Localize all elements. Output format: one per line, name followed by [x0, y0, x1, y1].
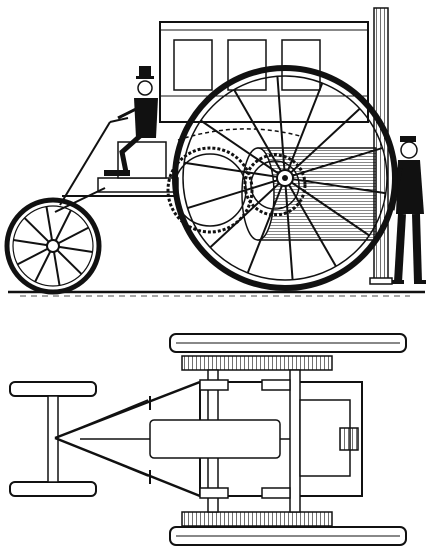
wheel-spoke [290, 107, 361, 174]
wheel-spoke [200, 119, 279, 175]
wheel-spoke [284, 185, 294, 280]
plan-large-wheel-bottom [169, 511, 407, 546]
wheel-spoke [34, 250, 52, 283]
carriage-window-1 [173, 39, 213, 91]
mechanic-figure [389, 136, 426, 284]
plan-view [9, 333, 407, 546]
plan-front-wheel-bottom [9, 481, 97, 497]
wheel-spoke [292, 147, 383, 177]
wheel-spoke [45, 206, 54, 241]
front-steering-wheel [4, 197, 102, 295]
wheel-spoke [187, 179, 278, 209]
steering-bar [59, 121, 111, 206]
wheel-spoke [291, 181, 370, 237]
wheel-spoke [58, 245, 93, 253]
large-wheel-spokes [183, 76, 387, 280]
plan-front-wheel-top [9, 381, 97, 397]
chassis [54, 117, 179, 213]
ground-line [8, 290, 425, 297]
wheel-spoke [54, 209, 72, 242]
wheel-spoke [52, 251, 61, 286]
front-wheel-spokes [13, 206, 93, 286]
wheel-spoke [233, 89, 282, 172]
driver-figure [104, 66, 158, 176]
wheel-spoke [288, 184, 337, 267]
wheel-spoke [276, 76, 286, 171]
wheel-spoke [246, 185, 284, 274]
wheel-spoke [292, 178, 387, 195]
wheel-spoke [183, 161, 278, 178]
plan-large-wheel-top [169, 333, 407, 371]
wheel-spoke [17, 247, 49, 266]
plan-perch [54, 380, 290, 498]
boiler [177, 128, 377, 241]
wheel-spoke [286, 82, 324, 171]
wheel-spoke [23, 217, 50, 243]
wheel-spoke [209, 182, 280, 249]
carriage-window-3 [281, 39, 321, 91]
carriage-body [159, 21, 369, 123]
wheel-spoke [13, 239, 48, 247]
wheel-spoke [56, 249, 83, 275]
side-elevation-view [4, 7, 426, 297]
large-driving-wheel [172, 65, 398, 291]
wheel-spoke [57, 226, 89, 245]
